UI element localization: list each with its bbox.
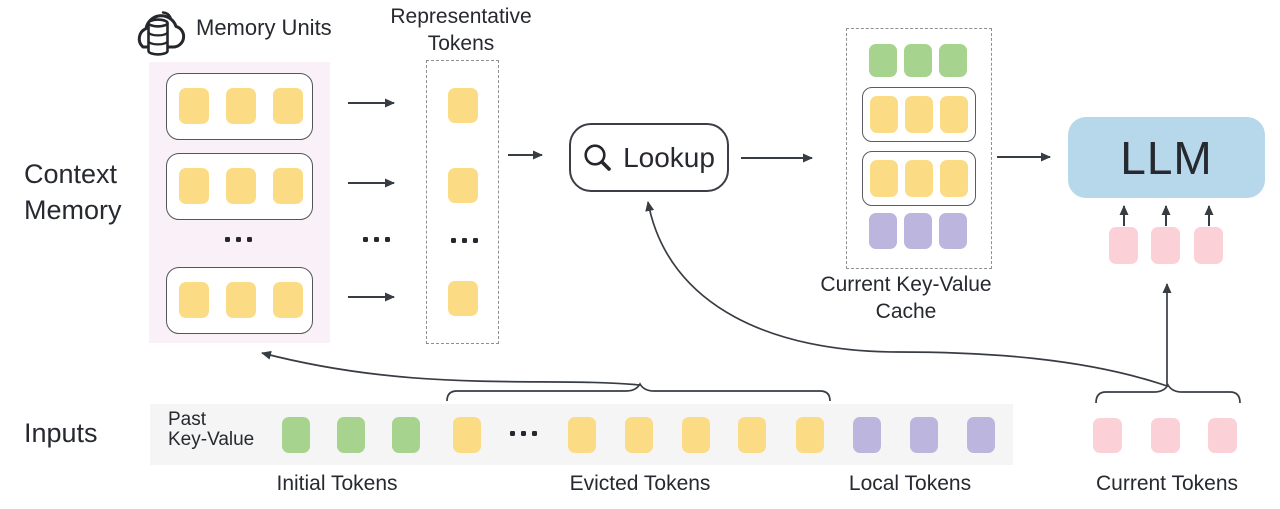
token-yellow [226, 168, 256, 204]
current-kv-cache-box [846, 28, 992, 269]
cache-memory-unit [862, 151, 976, 206]
context-memory-label: Context Memory [24, 159, 122, 225]
token-green [939, 44, 967, 77]
token-yellow [273, 88, 303, 124]
context-memory-panel [149, 62, 330, 343]
token-pink [1194, 227, 1223, 264]
llm-label: LLM [1120, 131, 1213, 184]
token-green [282, 417, 310, 453]
token-pink [1208, 418, 1237, 453]
evicted-tokens-label: Evicted Tokens [569, 472, 711, 495]
token-green [392, 417, 420, 453]
representative-tokens-box [426, 60, 499, 344]
token-yellow [226, 88, 256, 124]
current-kv-cache-label: Current Key-Value Cache [820, 273, 992, 323]
search-icon [584, 143, 611, 171]
token-purple [904, 213, 932, 249]
token-purple [939, 213, 967, 249]
memory-unit [166, 153, 313, 220]
initial-tokens-label: Initial Tokens [276, 472, 398, 495]
token-yellow [870, 160, 898, 197]
token-pink [1151, 227, 1180, 264]
current-brace [1095, 383, 1241, 404]
curve-evicted-to-memory [261, 350, 641, 386]
inputs-label: Inputs [24, 418, 98, 448]
token-pink [1151, 418, 1180, 453]
token-yellow [568, 417, 596, 453]
memory-units-label: Memory Units [196, 15, 332, 40]
token-purple [869, 213, 897, 249]
token-yellow [273, 168, 303, 204]
token-green [869, 44, 897, 77]
ellipsis-icon [451, 238, 478, 243]
token-yellow [448, 88, 478, 123]
token-yellow [905, 160, 933, 197]
token-yellow [273, 282, 303, 318]
ellipsis-icon [510, 431, 537, 436]
token-purple [967, 417, 995, 453]
token-yellow [738, 417, 766, 453]
ellipsis-icon [363, 237, 390, 242]
token-pink [1109, 227, 1138, 264]
token-yellow [453, 417, 481, 453]
token-yellow [179, 88, 209, 124]
token-yellow [682, 417, 710, 453]
memory-unit [166, 267, 313, 334]
token-yellow [625, 417, 653, 453]
token-green [337, 417, 365, 453]
current-tokens-label: Current Tokens [1095, 472, 1239, 495]
token-yellow [940, 160, 968, 197]
token-yellow [870, 96, 898, 133]
token-yellow [905, 96, 933, 133]
cache-memory-unit [862, 87, 976, 142]
memory-units-cloud-db-icon [137, 11, 186, 56]
memory-unit [166, 73, 313, 140]
curve-current-to-lookup [645, 201, 1168, 387]
llm-box: LLM [1068, 117, 1265, 198]
token-yellow [940, 96, 968, 133]
ellipsis-icon [225, 237, 252, 242]
lookup-label: Lookup [623, 141, 715, 173]
lookup-box: Lookup [569, 123, 729, 192]
token-purple [910, 417, 938, 453]
token-yellow [448, 168, 478, 203]
representative-tokens-title: Representative Tokens [390, 5, 532, 55]
evicted-brace [446, 382, 831, 402]
local-tokens-label: Local Tokens [848, 472, 972, 495]
past-key-value-label: Past Key-Value [168, 409, 255, 450]
token-yellow [796, 417, 824, 453]
token-yellow [179, 282, 209, 318]
token-green [904, 44, 932, 77]
token-yellow [179, 168, 209, 204]
token-pink [1093, 418, 1122, 453]
token-yellow [448, 281, 478, 316]
token-yellow [226, 282, 256, 318]
token-purple [853, 417, 881, 453]
